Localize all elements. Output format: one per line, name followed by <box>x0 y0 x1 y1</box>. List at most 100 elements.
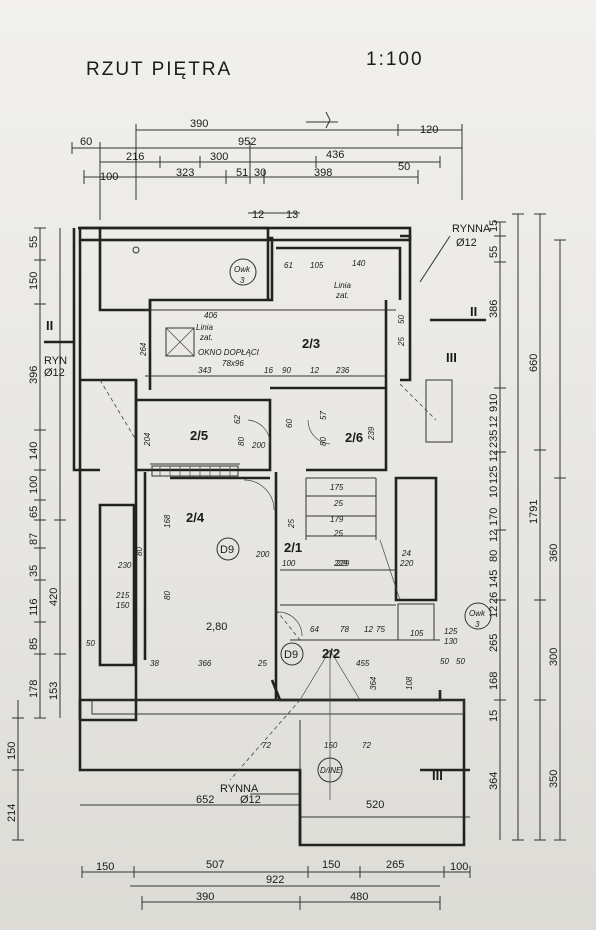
left-dim-153: 153 <box>48 682 60 700</box>
top-dim-100: 100 <box>100 171 118 183</box>
inner-dim: 60 <box>285 419 294 428</box>
inner-dim: 90 <box>282 366 291 375</box>
zat-1: zat. <box>199 333 213 342</box>
bottom-dim-520: 520 <box>366 799 384 811</box>
inner-dim: 229 <box>333 559 348 568</box>
right-dim-350: 350 <box>548 770 560 788</box>
inner-dim: 366 <box>198 659 212 668</box>
right-dim-660: 660 <box>528 354 540 372</box>
level-2-80: 2,80 <box>206 621 227 633</box>
inner-dim: 25 <box>333 529 343 538</box>
right-dimension-lines <box>494 213 566 841</box>
inner-dim: 108 <box>405 676 414 690</box>
inner-dim: 72 <box>262 741 271 750</box>
bottom-dim-100: 100 <box>450 861 468 873</box>
inner-dim: 61 <box>284 261 293 270</box>
inner-dim: 80 <box>163 591 172 600</box>
inner-dim: 343 <box>198 366 212 375</box>
top-dim-398: 398 <box>314 167 332 179</box>
right-dim-910: 910 <box>488 394 500 412</box>
bottom-dim-390: 390 <box>196 891 214 903</box>
rynna-bottom-label: RYNNA <box>220 783 259 795</box>
inner-dim: 105 <box>310 261 324 270</box>
inner-dim: 25 <box>257 659 267 668</box>
interior-detail-lines <box>91 111 465 800</box>
left-dimension-lines <box>12 227 66 841</box>
inner-dimension-values: 406 343 16 90 12 236 264 105 140 61 80 2… <box>86 259 465 750</box>
inner-dim: 78 <box>340 625 349 634</box>
right-dimension-values: 15 55 386 910 12 235 12 125 10 170 12 80… <box>488 220 560 790</box>
zat-2: zat. <box>335 291 349 300</box>
top-dim-13: 13 <box>286 209 298 221</box>
top-dim-51: 51 <box>236 167 248 179</box>
top-dimension-lines <box>71 124 463 220</box>
inner-dim: 38 <box>150 659 159 668</box>
inner-dim: 215 <box>115 591 130 600</box>
right-dim-26: 26 <box>488 592 500 604</box>
inner-dim: 72 <box>362 741 371 750</box>
bottom-dim-922: 922 <box>266 874 284 886</box>
inner-dim: 229 <box>335 559 350 568</box>
left-dimension-values: 55 150 396 140 100 65 87 35 116 85 178 1… <box>6 236 60 822</box>
inner-dim: 150 <box>324 741 338 750</box>
top-dim-12: 12 <box>252 209 264 221</box>
inner-dim: 220 <box>399 559 414 568</box>
top-dim-323: 323 <box>176 167 194 179</box>
left-dim-420: 420 <box>48 588 60 606</box>
room-2-5: 2/5 <box>190 428 208 443</box>
okno-label: OKNO DOPŁĄCI <box>198 348 260 357</box>
right-dim-125: 125 <box>488 466 500 484</box>
top-dim-390: 390 <box>190 118 208 130</box>
okno-dim: 78x96 <box>222 359 244 368</box>
bottom-dim-652: 652 <box>196 794 214 806</box>
room-2-6: 2/6 <box>345 430 363 445</box>
inner-dim: 24 <box>401 549 411 558</box>
left-dim-87: 87 <box>28 533 40 545</box>
left-dim-100: 100 <box>28 476 40 494</box>
right-dim-15: 15 <box>488 220 500 232</box>
section-III-right: III <box>446 350 457 365</box>
inner-dim: 239 <box>367 426 376 441</box>
inner-dim: 230 <box>117 561 132 570</box>
left-dim-140: 140 <box>28 442 40 460</box>
inner-dim: 16 <box>264 366 273 375</box>
drawing-title: RZUT PIĘTRA <box>86 59 232 80</box>
inner-dim: 455 <box>356 659 370 668</box>
inner-dim: 150 <box>116 601 130 610</box>
scale-label: 1:100 <box>366 49 424 70</box>
right-dim-145: 145 <box>488 570 500 588</box>
section-markers <box>44 318 486 772</box>
right-dim-55: 55 <box>488 246 500 258</box>
ryn-left-label: RYN <box>44 355 67 367</box>
left-dim-65: 65 <box>28 506 40 518</box>
left-dim-150: 150 <box>28 272 40 290</box>
inner-dim: 175 <box>330 483 344 492</box>
inner-dim: 406 <box>204 311 218 320</box>
right-dim-168: 168 <box>488 672 500 690</box>
door-d9-b: D9 <box>284 649 298 661</box>
right-dim-235: 235 <box>488 430 500 448</box>
right-dim-360: 360 <box>548 544 560 562</box>
rynna-top-dia: Ø12 <box>456 237 477 249</box>
door-dine: D/INE <box>320 766 342 775</box>
top-dim-60: 60 <box>80 136 92 148</box>
right-dim-10: 10 <box>488 486 500 498</box>
bottom-dim-150: 150 <box>96 861 114 873</box>
inner-dim: 125 <box>444 627 458 636</box>
bottom-dimension-lines <box>80 804 471 910</box>
left-dim-150b: 150 <box>6 742 18 760</box>
inner-dim: 80 <box>319 437 328 446</box>
inner-dim: 50 <box>456 657 465 666</box>
rynna-top-label: RYNNA <box>452 223 491 235</box>
top-dim-436: 436 <box>326 149 344 161</box>
inner-dim: 100 <box>282 559 296 568</box>
owk-1-label: Owk <box>234 265 251 274</box>
inner-dim: 57 <box>319 411 328 420</box>
left-dim-35: 35 <box>28 565 40 577</box>
left-dim-214: 214 <box>6 804 18 822</box>
inner-dim: 64 <box>310 625 319 634</box>
ryn-left-dia: Ø12 <box>44 367 65 379</box>
right-dim-15b: 15 <box>488 710 500 722</box>
inner-dim: 200 <box>255 550 270 559</box>
room-2-3: 2/3 <box>302 336 320 351</box>
